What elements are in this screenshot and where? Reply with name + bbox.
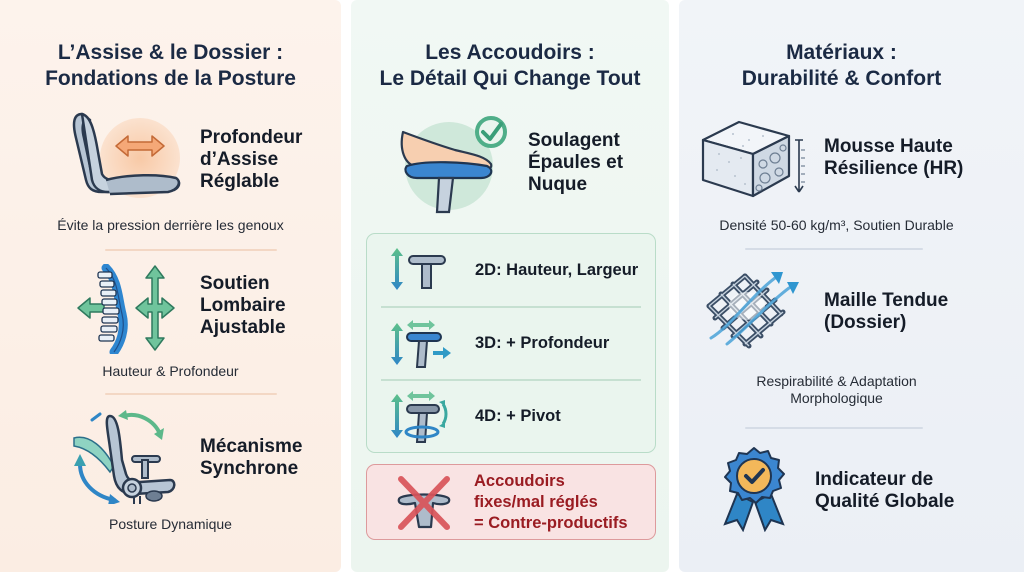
- title-line: Les Accoudoirs :: [425, 41, 595, 64]
- feature-lumbar: Soutien Lombaire Ajustable: [200, 273, 286, 339]
- feature-relief: Soulagent Épaules et Nuque: [528, 130, 623, 196]
- caption-mesh: Respirabilité & Adaptation Morphologique: [679, 373, 994, 407]
- mesh-fabric-icon: [701, 266, 807, 352]
- warning-label: Accoudoirs fixes/mal réglés = Contre-pro…: [474, 471, 628, 534]
- label-line: Lombaire: [200, 295, 286, 316]
- section-title-materials: Matériaux : Durabilité & Confort: [679, 40, 1004, 92]
- panel-seat-backrest: L’Assise & le Dossier : Fondations de la…: [0, 0, 341, 572]
- label-line: Indicateur de: [815, 469, 934, 490]
- label-line: (Dossier): [824, 312, 907, 333]
- divider: [381, 306, 641, 308]
- label-line: Ajustable: [200, 317, 286, 338]
- caption-synchro: Posture Dynamique: [109, 516, 232, 532]
- feature-seat-depth: Profondeur d’Assise Réglable: [200, 127, 302, 193]
- title-line: Le Détail Qui Change Tout: [379, 67, 641, 90]
- foam-block-icon: [699, 118, 811, 200]
- dimension-row-2d: 2D: Hauteur, Largeur: [367, 234, 655, 306]
- dimension-label: 3D: + Profondeur: [475, 333, 610, 352]
- feature-label: Indicateur de Qualité Globale: [815, 469, 954, 513]
- title-line: Matériaux :: [786, 41, 897, 64]
- section-title-armrests: Les Accoudoirs : Le Détail Qui Change To…: [351, 40, 669, 92]
- label-line: Accoudoirs: [474, 472, 565, 490]
- label-line: Profondeur: [200, 127, 303, 148]
- label-line: Qualité Globale: [815, 491, 955, 512]
- armrest-dimensions-box: 2D: Hauteur, Largeur 3D: + Profondeur: [366, 233, 656, 453]
- armrest-2d-icon: [389, 246, 449, 292]
- panel-armrests: Les Accoudoirs : Le Détail Qui Change To…: [351, 0, 669, 572]
- label-line: Épaules et: [528, 152, 624, 173]
- label-line: Maille Tendue: [824, 290, 949, 311]
- armrest-4d-icon: [389, 388, 453, 446]
- dimension-row-4d: 4D: + Pivot: [367, 380, 655, 452]
- armrest-check-icon: [395, 110, 515, 214]
- label-line: Nuque: [528, 174, 588, 195]
- armrest-3d-icon: [389, 317, 453, 369]
- armrest-crossed-icon: [393, 473, 455, 533]
- label-line: Résilience (HR): [824, 158, 964, 179]
- feature-quality-indicator: Indicateur de Qualité Globale: [815, 469, 954, 513]
- label-line: Soulagent: [528, 130, 620, 151]
- lumbar-spine-icon: [76, 263, 184, 357]
- dimension-row-3d: 3D: + Profondeur: [367, 307, 655, 379]
- caption-line: Densité 50-60 kg/m³, Soutien Durable: [719, 217, 954, 233]
- section-title-seat: L’Assise & le Dossier : Fondations de la…: [0, 40, 341, 92]
- feature-mesh: Maille Tendue (Dossier): [824, 290, 948, 334]
- feature-label: Profondeur d’Assise Réglable: [200, 127, 302, 193]
- synchro-chair-icon: [70, 408, 182, 506]
- dimension-label: 2D: Hauteur, Largeur: [475, 260, 639, 279]
- panel-materials: Matériaux : Durabilité & Confort Mousse …: [679, 0, 1024, 572]
- label-line: Mousse Haute: [824, 136, 953, 157]
- warning-fixed-armrests: Accoudoirs fixes/mal réglés = Contre-pro…: [366, 464, 656, 540]
- label-line: d’Assise: [200, 149, 279, 170]
- caption-seat-depth: Évite la pression derrière les genoux: [57, 217, 284, 233]
- feature-label: Soutien Lombaire Ajustable: [200, 273, 286, 339]
- feature-label: Mousse Haute Résilience (HR): [824, 136, 963, 180]
- feature-synchro: Mécanisme Synchrone: [200, 436, 302, 480]
- caption-line: Morphologique: [790, 390, 883, 406]
- label-line: fixes/mal réglés: [474, 493, 598, 511]
- feature-hr-foam: Mousse Haute Résilience (HR): [824, 136, 963, 180]
- label-line: = Contre-productifs: [474, 514, 628, 532]
- label-line: Soutien: [200, 273, 270, 294]
- divider: [745, 427, 923, 429]
- divider: [745, 248, 923, 250]
- caption-hr-foam: Densité 50-60 kg/m³, Soutien Durable: [679, 217, 994, 234]
- title-line: Fondations de la Posture: [45, 67, 296, 90]
- label-line: Réglable: [200, 171, 280, 192]
- label-line: Synchrone: [200, 458, 299, 479]
- divider: [105, 249, 277, 251]
- seat-depth-icon: [68, 108, 186, 204]
- title-line: Durabilité & Confort: [741, 67, 942, 90]
- caption-line: Respirabilité & Adaptation: [756, 373, 917, 389]
- divider: [105, 393, 277, 395]
- title-line: L’Assise & le Dossier :: [57, 41, 284, 64]
- label-line: Mécanisme: [200, 436, 303, 457]
- caption-lumbar: Hauteur & Profondeur: [102, 363, 239, 379]
- divider: [381, 379, 641, 381]
- quality-badge-icon: [721, 446, 787, 533]
- feature-label: Maille Tendue (Dossier): [824, 290, 948, 334]
- dimension-label: 4D: + Pivot: [475, 406, 561, 425]
- feature-label: Soulagent Épaules et Nuque: [528, 130, 623, 196]
- feature-label: Mécanisme Synchrone: [200, 436, 302, 480]
